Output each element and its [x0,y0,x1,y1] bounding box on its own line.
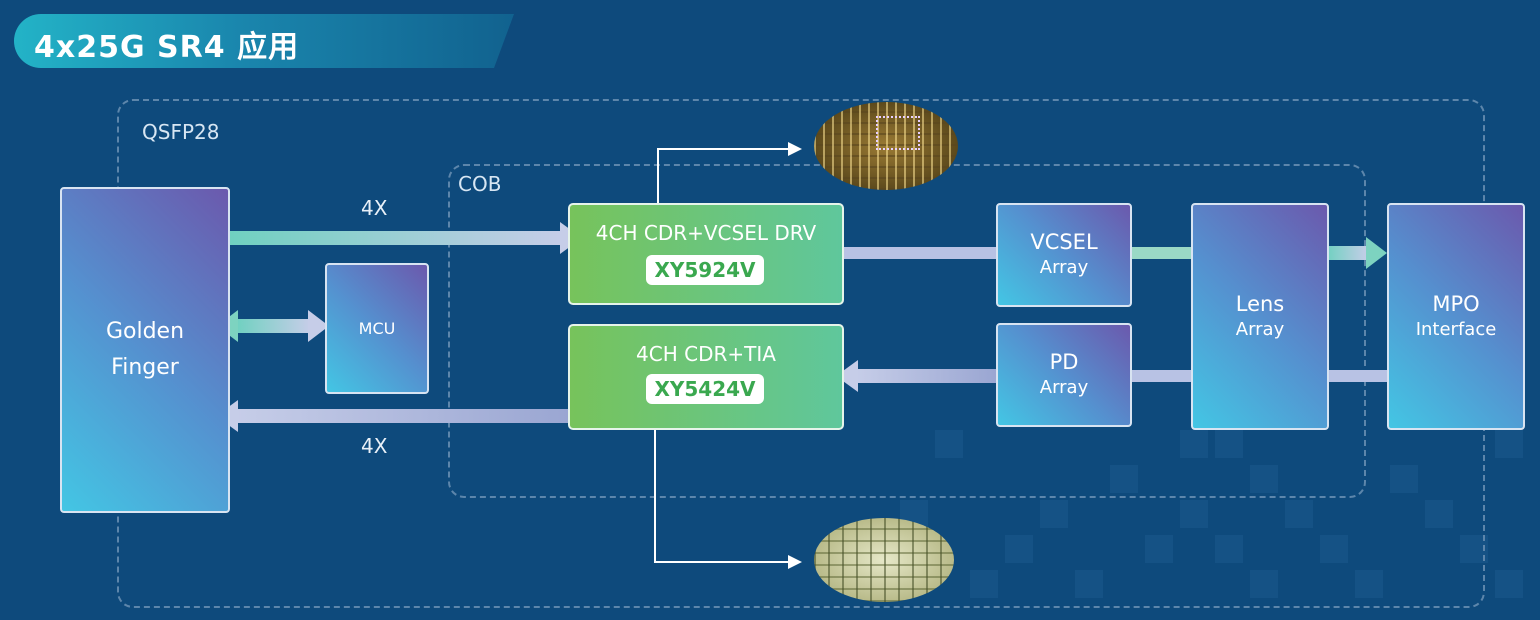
tx-chip-title: 4CH CDR+VCSEL DRV [595,221,817,245]
golden-finger-line2: Finger [111,355,179,380]
pd-line2: Array [1039,377,1089,398]
title-banner [14,14,514,68]
vcsel-array-block: VCSEL Array [996,203,1132,307]
mpo-interface-block: MPO Interface [1387,203,1525,430]
mcu-block: MCU [325,263,429,394]
tx-chip-part-number: XY5924V [646,255,764,285]
lens-array-block: Lens Array [1191,203,1329,430]
golden-finger-line1: Golden [105,319,185,344]
lens-to-mpo-arrow [1326,237,1387,269]
rx-die-photo [814,518,954,602]
rx-chip-title: 4CH CDR+TIA [636,342,776,366]
mpo-line1: MPO [1432,291,1480,316]
vcsel-line2: Array [1039,257,1089,278]
mpo-line2: Interface [1415,318,1497,340]
vcsel-to-lens-link [1130,247,1192,259]
qsfp28-label: QSFP28 [142,120,220,144]
tx-die-callout [657,148,788,210]
tx-to-vcsel-link [842,247,996,259]
mcu-bidirectional-arrow [217,310,329,342]
lens-line2: Array [1235,318,1285,340]
mpo-to-lens-link [1326,370,1388,382]
rx-die-callout [654,416,788,563]
golden-finger-block: Golden Finger [60,187,230,513]
tx-lanes-label: 4X [361,196,388,220]
pd-to-rx-arrow [836,360,996,392]
page-title: 4x25G SR4 应用 [34,30,300,65]
vcsel-line1: VCSEL [1030,230,1098,254]
lens-to-pd-link [1130,370,1192,382]
tx-data-arrow [228,222,582,254]
rx-chip-block: 4CH CDR+TIA XY5424V [568,324,844,430]
cob-label: COB [458,172,502,196]
tx-chip-block: 4CH CDR+VCSEL DRV XY5924V [568,203,844,305]
rx-lanes-label: 4X [361,434,388,458]
rx-chip-part-number: XY5424V [646,374,764,404]
lens-line1: Lens [1235,291,1285,316]
pd-array-block: PD Array [996,323,1132,427]
tx-die-photo [814,102,958,190]
rx-data-arrow [216,400,570,432]
mcu-label: MCU [358,319,396,338]
pd-line1: PD [1049,350,1079,374]
